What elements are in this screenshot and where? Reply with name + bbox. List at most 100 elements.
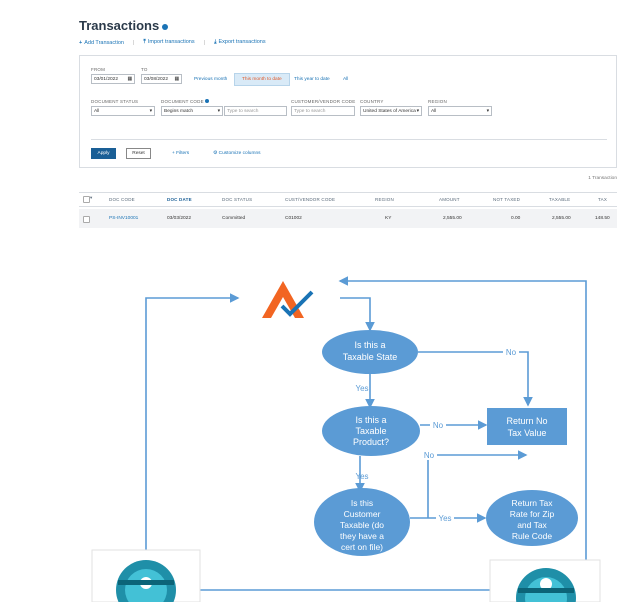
result-return-tax-rate bbox=[486, 490, 578, 546]
doc-code-link[interactable]: PS-INV10001 bbox=[109, 216, 139, 221]
label-bg bbox=[421, 450, 437, 460]
region-cell: KY bbox=[385, 216, 392, 221]
customer-vendor-code-label: CUSTOMER/VENDOR CODE bbox=[291, 99, 356, 104]
to-date-input[interactable]: 03/08/2022▦ bbox=[141, 74, 182, 84]
calendar-icon: ▦ bbox=[174, 76, 179, 82]
col-tax[interactable]: TAX bbox=[598, 197, 608, 202]
customer-vendor-code-input[interactable]: Type to search bbox=[291, 106, 355, 116]
divider: | bbox=[203, 39, 206, 46]
import-transactions-link[interactable]: ⤒Import transactions bbox=[143, 39, 195, 45]
reset-button[interactable]: Reset bbox=[126, 148, 151, 159]
export-icon: ⤓ bbox=[214, 39, 217, 45]
chevron-down-icon: ▾ bbox=[149, 108, 152, 114]
range-this-year[interactable]: This year to date bbox=[294, 77, 330, 82]
avalara-logo bbox=[262, 281, 314, 318]
col-not-taxed[interactable]: NOT TAXED bbox=[493, 197, 521, 202]
decision-label: they have a bbox=[340, 531, 384, 541]
from-date-input[interactable]: 03/01/2022▦ bbox=[91, 74, 135, 84]
info-icon[interactable] bbox=[162, 23, 169, 30]
decision-taxable-product bbox=[322, 406, 420, 456]
col-doc-code[interactable]: DOC CODE bbox=[109, 197, 135, 202]
decision-label: cert on file) bbox=[341, 542, 383, 552]
col-region[interactable]: REGION bbox=[375, 197, 394, 202]
result-label: Rate for Zip bbox=[510, 509, 555, 519]
document-code-label: DOCUMENT CODE bbox=[161, 99, 210, 104]
info-icon[interactable] bbox=[205, 99, 210, 103]
col-doc-status[interactable]: DOC STATUS bbox=[222, 197, 253, 202]
table-header: ▾ DOC CODE DOC DATE DOC STATUS CUST/VEND… bbox=[79, 192, 617, 207]
taxable-cell: 2,555.00 bbox=[552, 216, 571, 221]
col-cust-vendor-code[interactable]: CUST/VENDOR CODE bbox=[285, 197, 336, 202]
add-transaction-link[interactable]: +Add Transaction bbox=[79, 39, 124, 46]
add-filters-link[interactable]: + Filters bbox=[172, 151, 190, 156]
no-label: No bbox=[433, 421, 444, 430]
customize-columns-link[interactable]: ⚙ Customize columns bbox=[213, 151, 261, 156]
decision-taxable-state bbox=[322, 330, 418, 374]
result-no-tax bbox=[487, 408, 567, 445]
yes-label: Yes bbox=[355, 384, 368, 393]
document-code-input[interactable]: Type to search bbox=[224, 106, 287, 116]
divider bbox=[91, 139, 607, 140]
chevron-down-icon[interactable]: ▾ bbox=[90, 195, 93, 200]
result-label: Rule Code bbox=[512, 531, 552, 541]
document-code-mode-select[interactable]: Begins match▾ bbox=[161, 106, 223, 116]
country-label: COUNTRY bbox=[360, 99, 384, 104]
decision-label: Taxable (do bbox=[340, 520, 384, 530]
filter-panel: FROM 03/01/2022▦ TO 03/08/2022▦ Previous… bbox=[79, 55, 617, 168]
amount-cell: 2,555.00 bbox=[443, 216, 462, 221]
document-status-select[interactable]: All▾ bbox=[91, 106, 155, 116]
from-label: FROM bbox=[91, 67, 106, 72]
result-label: and Tax bbox=[517, 520, 547, 530]
range-this-month[interactable]: This month to date bbox=[234, 73, 290, 86]
country-select[interactable]: United States of America▾ bbox=[360, 106, 422, 116]
table-row[interactable]: PS-INV10001 03/03/2022 Committed C01002 … bbox=[79, 209, 617, 228]
action-bar: +Add Transaction | ⤒Import transactions … bbox=[79, 39, 266, 46]
range-all[interactable]: All bbox=[343, 77, 349, 82]
chevron-down-icon: ▾ bbox=[217, 108, 220, 114]
to-label: TO bbox=[141, 67, 148, 72]
doc-status-cell: Committed bbox=[222, 216, 246, 221]
label-bg bbox=[430, 420, 446, 430]
yes-label: Yes bbox=[438, 514, 451, 523]
select-all-checkbox[interactable] bbox=[83, 196, 90, 203]
label-bg bbox=[436, 513, 454, 523]
cust-code-cell: C01002 bbox=[285, 216, 302, 221]
transaction-count: 1 Transaction bbox=[588, 176, 617, 181]
region-select[interactable]: All▾ bbox=[428, 106, 492, 116]
col-taxable[interactable]: TAXABLE bbox=[549, 197, 571, 202]
decision-label: Is this bbox=[351, 498, 373, 508]
page-title: Transactions bbox=[79, 18, 169, 33]
dynamics-app-icon bbox=[116, 560, 176, 602]
result-label: Return No bbox=[506, 416, 547, 426]
label-bg bbox=[503, 347, 519, 357]
yes-label: Yes bbox=[355, 472, 368, 481]
region-label: REGION bbox=[428, 99, 447, 104]
decision-customer-taxable bbox=[314, 488, 410, 556]
decision-label: Taxable bbox=[355, 426, 386, 436]
chevron-down-icon: ▾ bbox=[416, 108, 419, 114]
plus-icon: + bbox=[79, 39, 83, 46]
tax-cell: 148.50 bbox=[595, 216, 610, 221]
no-label: No bbox=[506, 348, 517, 357]
document-status-label: DOCUMENT STATUS bbox=[91, 99, 139, 104]
divider: | bbox=[132, 39, 135, 46]
chevron-down-icon: ▾ bbox=[486, 108, 489, 114]
result-label: Return Tax bbox=[512, 498, 554, 508]
decision-label: Taxable State bbox=[343, 352, 398, 362]
decision-label: Is this a bbox=[355, 415, 386, 425]
decision-label: Product? bbox=[353, 437, 389, 447]
doc-date-cell: 03/03/2022 bbox=[167, 216, 192, 221]
export-transactions-link[interactable]: ⤓Export transactions bbox=[214, 39, 266, 45]
dynamics-app-icon bbox=[516, 568, 576, 602]
calendar-icon: ▦ bbox=[127, 76, 132, 82]
no-label: No bbox=[424, 451, 435, 460]
row-checkbox[interactable] bbox=[83, 216, 90, 223]
col-doc-date[interactable]: DOC DATE bbox=[167, 197, 192, 202]
decision-label: Customer bbox=[344, 509, 381, 519]
apply-button[interactable]: Apply bbox=[91, 148, 116, 159]
gear-icon: ⚙ bbox=[213, 151, 218, 156]
col-amount[interactable]: AMOUNT bbox=[439, 197, 460, 202]
range-previous-month[interactable]: Previous month bbox=[194, 77, 228, 82]
result-label: Tax Value bbox=[508, 428, 547, 438]
